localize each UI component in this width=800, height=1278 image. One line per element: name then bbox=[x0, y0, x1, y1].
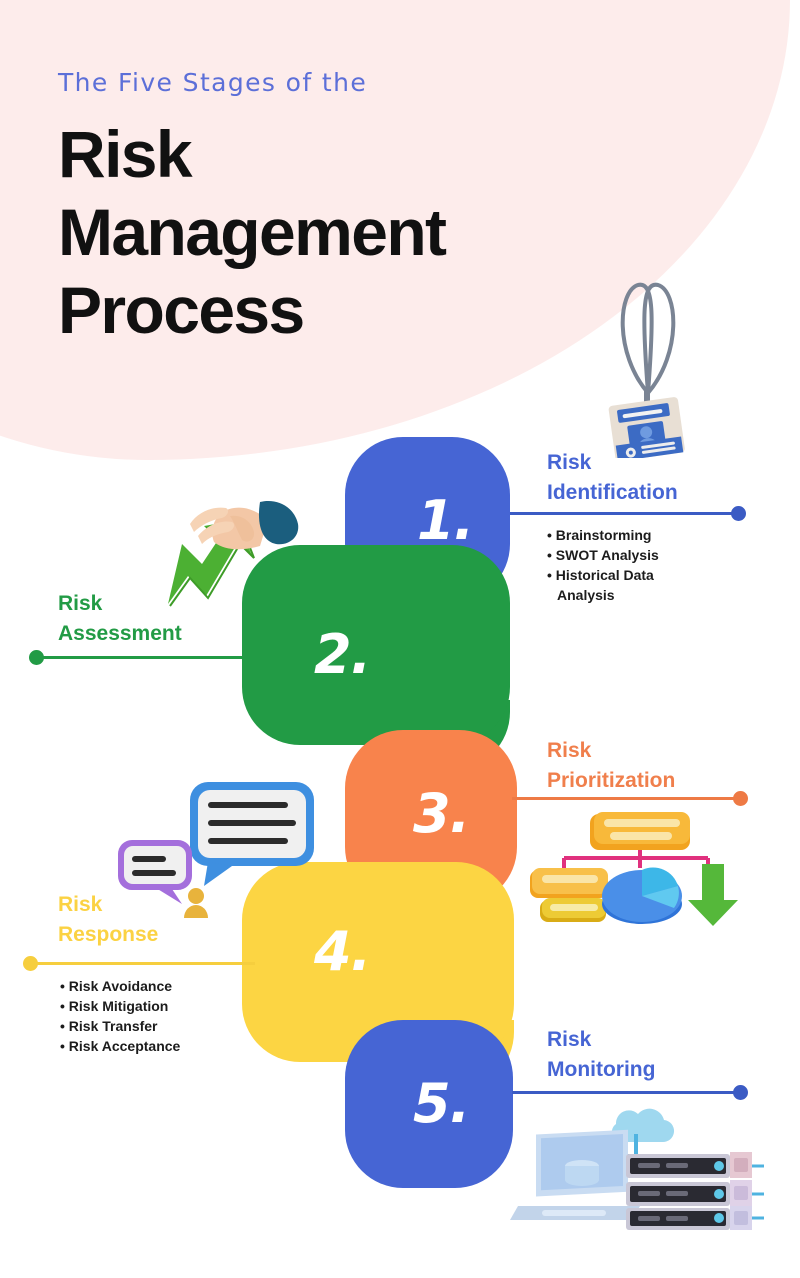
header-eyebrow: The Five Stages of the bbox=[58, 68, 368, 97]
title-line-2: Management bbox=[58, 195, 447, 269]
speech-bubbles-icon bbox=[118, 782, 314, 918]
stage-title-2: Risk Assessment bbox=[58, 589, 182, 649]
connector-line-5 bbox=[512, 1091, 740, 1094]
stage-title-1-line1: Risk bbox=[547, 451, 592, 474]
list-item: Risk Avoidance bbox=[60, 977, 180, 997]
list-item: Analysis bbox=[557, 586, 615, 603]
stage-number-3: 3. bbox=[413, 782, 470, 845]
connector-line-3 bbox=[512, 797, 740, 800]
title-line-1: Risk bbox=[58, 117, 193, 191]
stage-number-1: 1. bbox=[417, 489, 474, 552]
list-item: Brainstorming bbox=[547, 526, 659, 546]
connector-dot-3 bbox=[733, 791, 748, 806]
connector-line-4 bbox=[27, 962, 255, 965]
poster-header: The Five Stages of the Risk Management P… bbox=[58, 68, 447, 355]
stage-bullets-1: Brainstorming SWOT Analysis Historical D… bbox=[547, 526, 659, 606]
stage-number-5: 5. bbox=[413, 1072, 470, 1135]
stage-title-3: Risk Prioritization bbox=[547, 736, 675, 796]
list-item: Risk Mitigation bbox=[60, 997, 180, 1017]
stage-blob-2[interactable]: 2. bbox=[242, 545, 510, 745]
stage-title-2-line1: Risk bbox=[58, 592, 103, 615]
list-item: Risk Transfer bbox=[60, 1017, 180, 1037]
stage-title-3-line1: Risk bbox=[547, 739, 592, 762]
list-item: Historical Data bbox=[547, 566, 659, 586]
growth-arrow-hand-icon bbox=[168, 500, 299, 607]
stage-title-1-line2: Identification bbox=[547, 480, 678, 504]
stage-number-4: 4. bbox=[314, 920, 371, 983]
list-item: Risk Acceptance bbox=[60, 1037, 181, 1057]
stage-title-4-line2: Response bbox=[58, 922, 159, 946]
connector-dot-2 bbox=[29, 650, 44, 665]
list-item: SWOT Analysis bbox=[547, 546, 659, 566]
connector-dot-5 bbox=[733, 1085, 748, 1100]
stage-bullets-4: Risk Avoidance Risk Mitigation Risk Tran… bbox=[60, 977, 181, 1057]
stage-title-5-line2: Monitoring bbox=[547, 1057, 656, 1081]
stage-blob-5[interactable]: 5. bbox=[345, 1020, 513, 1188]
cloud-servers-icon bbox=[510, 1108, 764, 1230]
title-line-3: Process bbox=[58, 273, 305, 347]
stage-title-1: Risk Identification bbox=[547, 448, 678, 508]
connector-line-2 bbox=[33, 656, 253, 659]
connector-dot-1 bbox=[731, 506, 746, 521]
stage-title-5: Risk Monitoring bbox=[547, 1025, 655, 1085]
stage-title-2-line2: Assessment bbox=[58, 621, 182, 645]
stage-title-3-line2: Prioritization bbox=[547, 768, 676, 792]
stage-title-4-line1: Risk bbox=[58, 893, 103, 916]
org-chart-pie-icon bbox=[530, 812, 738, 926]
connector-line-1 bbox=[510, 512, 738, 515]
id-badge-icon bbox=[608, 282, 685, 458]
stage-number-2: 2. bbox=[314, 623, 371, 686]
page-title: Risk Management Process bbox=[58, 117, 447, 347]
connector-dot-4 bbox=[23, 956, 38, 971]
stage-title-5-line1: Risk bbox=[547, 1028, 592, 1051]
stage-title-4: Risk Response bbox=[58, 890, 158, 950]
